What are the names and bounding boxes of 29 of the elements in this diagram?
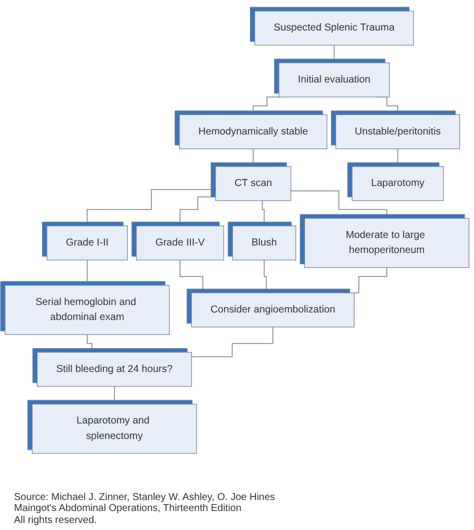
connector [86, 189, 216, 226]
connector [191, 326, 274, 358]
connector [397, 148, 398, 167]
connector [252, 96, 282, 116]
node-box: Initial evaluation [278, 62, 390, 98]
node-box: Hemodynamically stable [179, 114, 328, 150]
node-box: Moderate to large hemoperitoneum [304, 218, 470, 268]
node-box: Laparotomy and splenectomy [32, 404, 197, 454]
connector [264, 260, 269, 294]
node-box: Laparotomy [352, 166, 444, 201]
connector [290, 190, 388, 219]
connector [114, 386, 115, 404]
node-box: Grade III-V [136, 226, 224, 260]
connector [180, 196, 216, 226]
source-note: All rights reserved. [14, 514, 98, 526]
connector [260, 200, 265, 226]
source-note: Source: Michael J. Zinner, Stanley W. Ashley, O. Joe Hines [14, 492, 276, 503]
connector [334, 44, 335, 64]
node-box: Blush [232, 226, 296, 260]
node-box: Serial hemoglobin and abdominal exam [4, 285, 170, 335]
node-box: Consider angioembolization [191, 292, 354, 328]
connector [252, 148, 254, 167]
node-box: Still bleeding at 24 hours? [36, 352, 192, 387]
node-box: Unstable/peritonitis [336, 114, 460, 150]
connector [86, 260, 88, 286]
node-box: Suspected Splenic Trauma [254, 10, 414, 46]
node-box: Grade I-II [46, 226, 128, 260]
source-note: Maingot's Abdominal Operations, Thirteenth Edition [14, 503, 242, 514]
node-box: CT scan [215, 166, 292, 201]
